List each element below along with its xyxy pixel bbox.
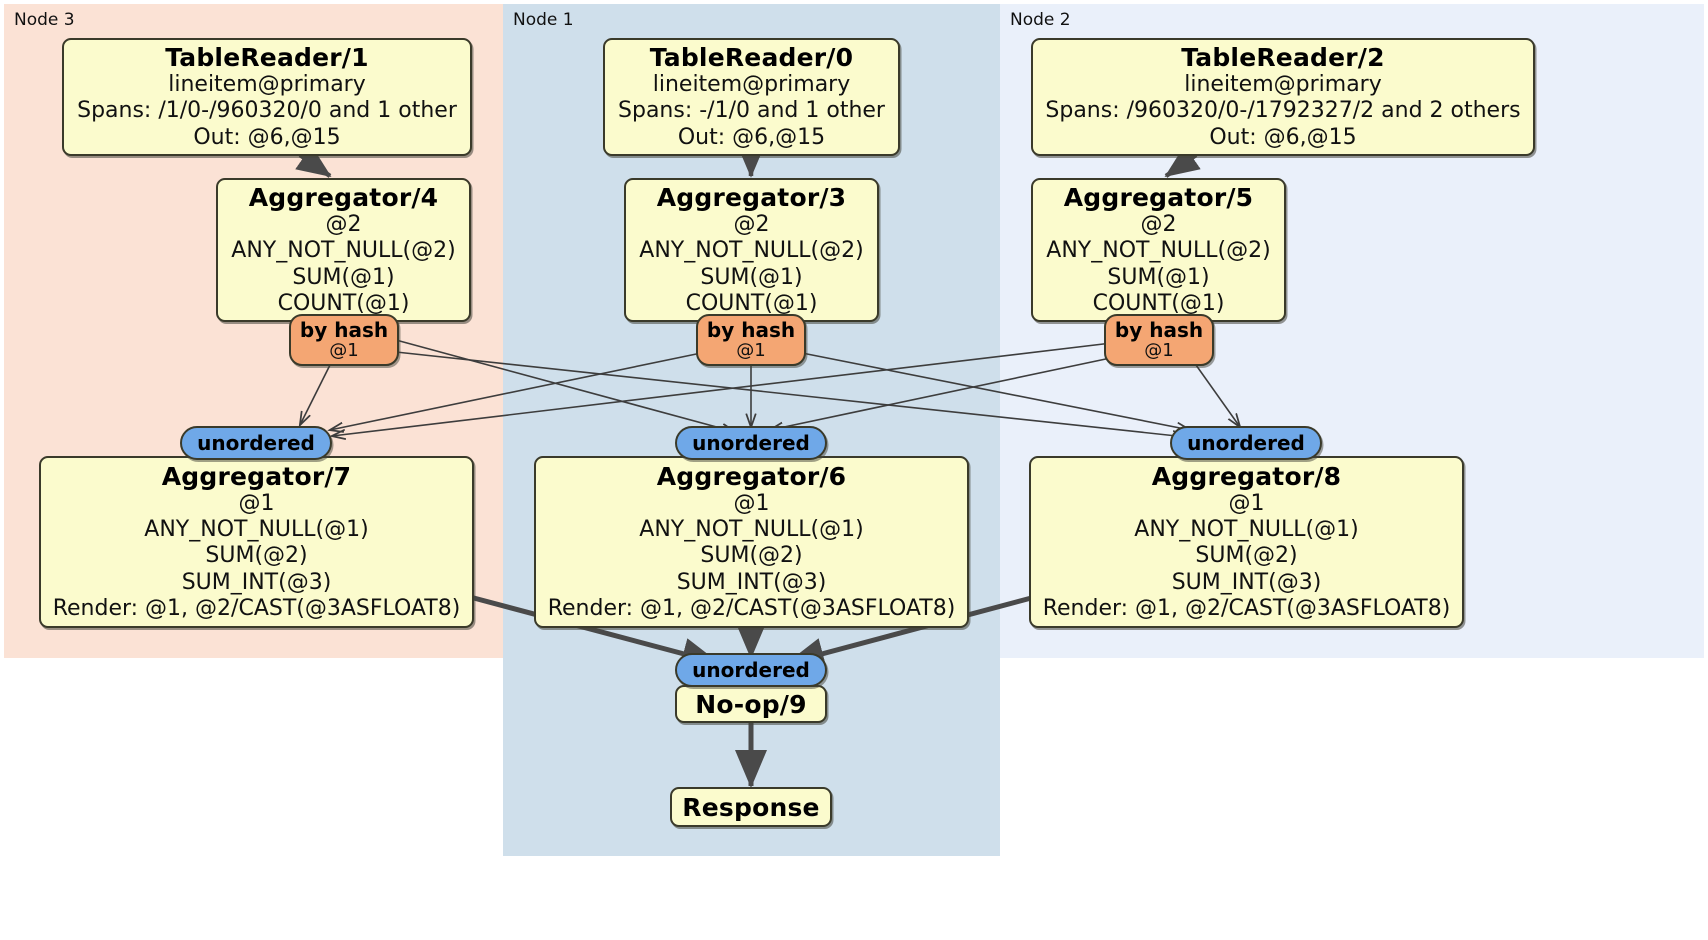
processor-aggregator-4[interactable]: Aggregator/4 @2 ANY_NOT_NULL(@2) SUM(@1)… <box>216 178 471 322</box>
processor-spans: Spans: /1/0-/960320/0 and 1 other <box>77 98 457 124</box>
processor-spans: Spans: /960320/0-/1792327/2 and 2 others <box>1045 98 1521 124</box>
processor-agg-func: COUNT(@1) <box>685 290 818 316</box>
processor-title: Aggregator/8 <box>1151 461 1342 491</box>
processor-aggregator-6[interactable]: Aggregator/6 @1 ANY_NOT_NULL(@1) SUM(@2)… <box>534 456 969 628</box>
processor-tablereader-0[interactable]: TableReader/0 lineitem@primary Spans: -/… <box>603 38 900 156</box>
router-by-hash-badge[interactable]: by hash @1 <box>696 314 806 366</box>
node-panel-label: Node 1 <box>513 10 574 30</box>
processor-agg-func: SUM_INT(@3) <box>676 569 827 595</box>
processor-title: Aggregator/6 <box>656 461 847 491</box>
processor-render: Render: @1, @2/CAST(@3ASFLOAT8) <box>52 596 461 622</box>
processor-title: Aggregator/7 <box>161 461 352 491</box>
processor-group-cols: @2 <box>733 211 770 237</box>
inbox-label: unordered <box>1187 431 1305 455</box>
processor-out: Out: @6,@15 <box>1209 124 1357 150</box>
processor-agg-func: ANY_NOT_NULL(@1) <box>144 516 369 542</box>
processor-group-cols: @1 <box>238 490 275 516</box>
processor-agg-func: SUM(@1) <box>1107 264 1210 290</box>
processor-table: lineitem@primary <box>652 71 851 97</box>
processor-group-cols: @2 <box>1140 211 1177 237</box>
processor-tablereader-2[interactable]: TableReader/2 lineitem@primary Spans: /9… <box>1031 38 1535 156</box>
node-panel-label: Node 3 <box>14 10 75 30</box>
router-column: @1 <box>329 340 359 362</box>
processor-title: Aggregator/5 <box>1063 182 1254 212</box>
inbox-unordered-badge-final[interactable]: unordered <box>675 653 827 687</box>
processor-aggregator-3[interactable]: Aggregator/3 @2 ANY_NOT_NULL(@2) SUM(@1)… <box>624 178 879 322</box>
router-label: by hash <box>1114 318 1204 343</box>
processor-agg-func: SUM_INT(@3) <box>1171 569 1322 595</box>
processor-tablereader-1[interactable]: TableReader/1 lineitem@primary Spans: /1… <box>62 38 472 156</box>
processor-out: Out: @6,@15 <box>193 124 341 150</box>
processor-title: TableReader/0 <box>649 42 854 72</box>
processor-agg-func: SUM(@2) <box>205 543 308 569</box>
processor-title: TableReader/1 <box>165 42 369 72</box>
inbox-unordered-badge[interactable]: unordered <box>180 426 332 460</box>
inbox-unordered-badge[interactable]: unordered <box>1170 426 1322 460</box>
processor-aggregator-7[interactable]: Aggregator/7 @1 ANY_NOT_NULL(@1) SUM(@2)… <box>39 456 474 628</box>
processor-spans: Spans: -/1/0 and 1 other <box>618 98 885 124</box>
processor-agg-func: SUM(@2) <box>700 543 803 569</box>
processor-aggregator-8[interactable]: Aggregator/8 @1 ANY_NOT_NULL(@1) SUM(@2)… <box>1029 456 1464 628</box>
processor-group-cols: @2 <box>325 211 362 237</box>
processor-agg-func: ANY_NOT_NULL(@2) <box>639 238 864 264</box>
processor-out: Out: @6,@15 <box>677 124 826 150</box>
processor-title: Response <box>682 792 820 822</box>
inbox-label: unordered <box>692 431 810 455</box>
processor-agg-func: COUNT(@1) <box>1092 290 1225 316</box>
processor-agg-func: SUM_INT(@3) <box>181 569 332 595</box>
processor-agg-func: SUM(@2) <box>1195 543 1298 569</box>
processor-noop-9[interactable]: No-op/9 <box>675 685 827 723</box>
processor-group-cols: @1 <box>733 490 770 516</box>
processor-aggregator-5[interactable]: Aggregator/5 @2 ANY_NOT_NULL(@2) SUM(@1)… <box>1031 178 1286 322</box>
processor-group-cols: @1 <box>1228 490 1265 516</box>
node-panel-label: Node 2 <box>1010 10 1071 30</box>
processor-title: Aggregator/4 <box>248 182 439 212</box>
processor-agg-func: SUM(@1) <box>292 264 395 290</box>
inbox-label: unordered <box>197 431 315 455</box>
processor-agg-func: ANY_NOT_NULL(@2) <box>231 238 456 264</box>
router-label: by hash <box>706 318 796 343</box>
router-by-hash-badge[interactable]: by hash @1 <box>1104 314 1214 366</box>
processor-agg-func: ANY_NOT_NULL(@1) <box>1134 516 1359 542</box>
processor-render: Render: @1, @2/CAST(@3ASFLOAT8) <box>1042 596 1451 622</box>
processor-agg-func: ANY_NOT_NULL(@1) <box>639 516 864 542</box>
inbox-unordered-badge[interactable]: unordered <box>675 426 827 460</box>
processor-title: No-op/9 <box>695 689 807 719</box>
processor-table: lineitem@primary <box>168 71 366 97</box>
processor-title: TableReader/2 <box>1181 42 1385 72</box>
router-label: by hash <box>299 318 389 343</box>
inbox-label: unordered <box>692 658 810 682</box>
router-column: @1 <box>736 340 766 362</box>
processor-render: Render: @1, @2/CAST(@3ASFLOAT8) <box>547 596 956 622</box>
processor-response[interactable]: Response <box>670 787 832 827</box>
processor-table: lineitem@primary <box>1184 71 1382 97</box>
processor-agg-func: COUNT(@1) <box>277 290 410 316</box>
processor-agg-func: ANY_NOT_NULL(@2) <box>1046 238 1271 264</box>
processor-agg-func: SUM(@1) <box>700 264 803 290</box>
router-column: @1 <box>1144 340 1174 362</box>
router-by-hash-badge[interactable]: by hash @1 <box>289 314 399 366</box>
processor-title: Aggregator/3 <box>656 182 847 212</box>
